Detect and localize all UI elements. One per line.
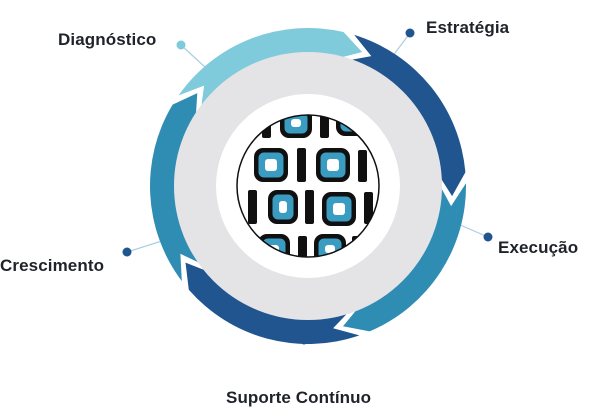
digit-zero-hole <box>291 119 301 127</box>
stage-label-crescimento: Crescimento <box>0 256 105 275</box>
leader-line-estrategia <box>391 32 411 58</box>
digit-zero <box>254 148 288 182</box>
digit-zero-hole <box>327 159 339 171</box>
stage-label-execucao: Execução <box>498 238 579 257</box>
leader-line-crescimento <box>126 239 166 253</box>
digit-one <box>298 236 307 257</box>
arrow-segment-suporte <box>185 262 360 344</box>
leader-line-diagnostico <box>180 44 207 69</box>
stage-label-suporte: Suporte Contínuo <box>226 388 372 407</box>
inner-ring <box>174 52 442 320</box>
digit-one <box>364 192 373 224</box>
digit-zero-hole <box>347 117 355 125</box>
digit-zero <box>322 192 356 226</box>
marker-dot-execucao <box>483 232 493 242</box>
marker-dot-suporte <box>299 335 309 345</box>
digit-one <box>358 150 367 182</box>
center-outline <box>236 114 380 258</box>
digit-zero <box>316 148 350 182</box>
digit-one <box>297 148 306 182</box>
stage-markers <box>122 28 493 345</box>
digit-zero-hole <box>333 203 345 215</box>
stage-label-diagnostico: Diagnóstico <box>58 30 157 49</box>
marker-dot-diagnostico <box>176 40 186 50</box>
digit-zero-hole <box>265 159 277 171</box>
arrow-segment-diagnostico <box>178 27 363 111</box>
stage-label-estrategia: Estratégia <box>426 18 510 37</box>
digit-zero-hole <box>279 201 287 213</box>
marker-dot-crescimento <box>122 247 132 257</box>
digit-zero <box>268 190 298 224</box>
digit-zero-hole <box>325 245 335 253</box>
digit-one <box>248 190 257 224</box>
digit-one <box>305 190 314 224</box>
marker-dot-estrategia <box>405 28 415 38</box>
leader-line-execucao <box>457 223 489 238</box>
